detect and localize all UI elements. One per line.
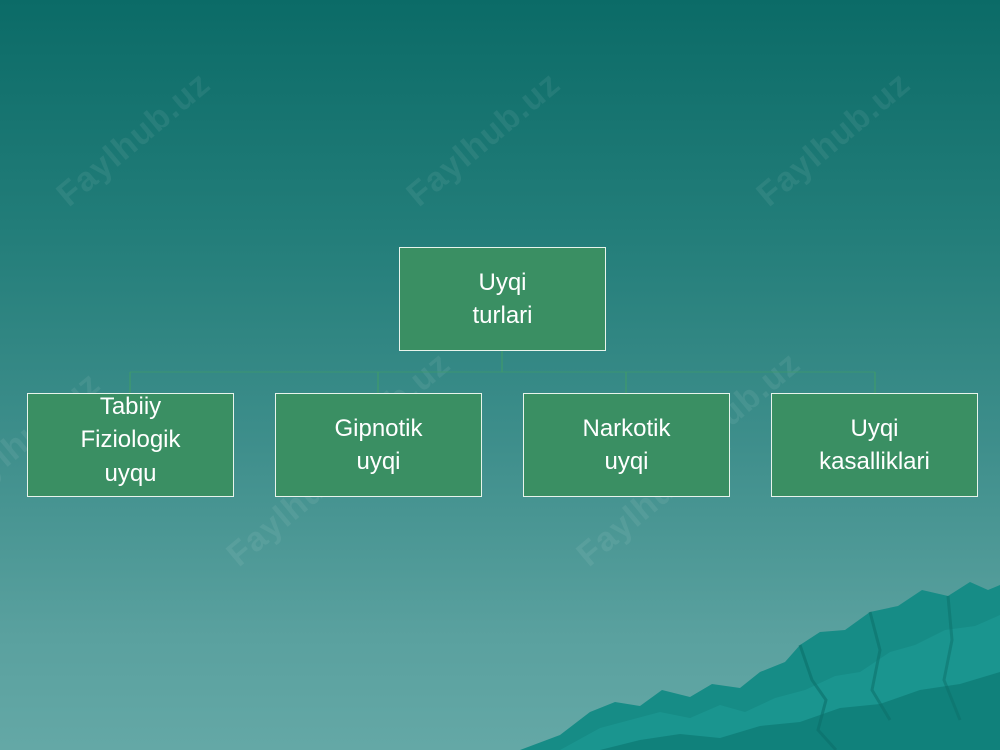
child-node-label: Tabiiy Fiziologik uyqu [80, 393, 181, 487]
root-node-label: Uyqi turlari [472, 268, 533, 329]
root-node: Uyqi turlari [399, 247, 606, 351]
child-node-natural-sleep: Tabiiy Fiziologik uyqu [27, 393, 234, 497]
child-node-label: Gipnotik uyqi [334, 414, 423, 475]
child-node-narcotic-sleep: Narkotik uyqi [523, 393, 730, 497]
child-node-label: Uyqi kasalliklari [819, 414, 930, 475]
child-node-sleep-disorders: Uyqi kasalliklari [771, 393, 978, 497]
child-node-label: Narkotik uyqi [582, 414, 671, 475]
child-node-hypnotic-sleep: Gipnotik uyqi [275, 393, 482, 497]
